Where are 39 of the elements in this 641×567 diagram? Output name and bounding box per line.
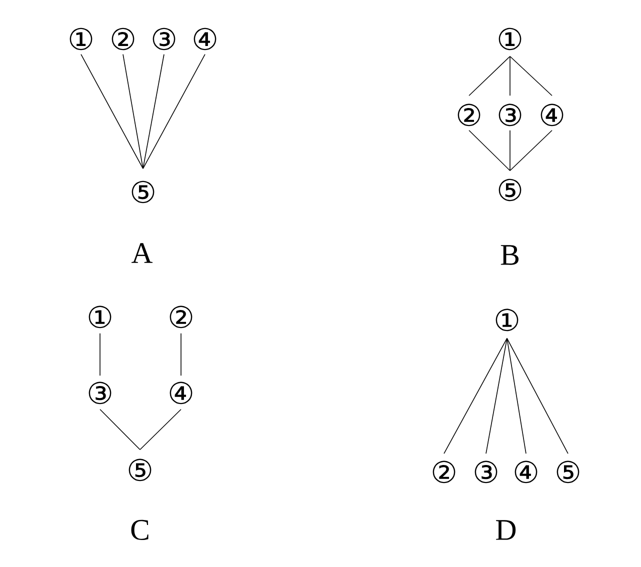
circled-number: ② (458, 104, 480, 126)
circled-number: ① (70, 28, 92, 50)
circled-number: ② (170, 306, 192, 328)
circled-number: ④ (170, 382, 192, 404)
line (80, 54, 144, 170)
circled-number: ① (88, 306, 112, 328)
figure-letter: A (132, 243, 153, 263)
circled-number: ② (432, 460, 456, 484)
circled-number: ④ (194, 28, 216, 50)
circled-number: ③ (88, 382, 112, 404)
circled-number: ① (496, 308, 518, 332)
circled-number: ⑤ (556, 460, 580, 484)
line (510, 130, 552, 172)
figure-letter: B (500, 245, 519, 265)
circled-number: ③ (498, 104, 522, 126)
circled-number: ① (498, 28, 522, 50)
line (142, 54, 164, 170)
line (486, 338, 508, 454)
line (468, 130, 510, 172)
line (180, 332, 182, 376)
line (506, 338, 568, 454)
line (444, 338, 508, 454)
circled-number: ③ (474, 460, 498, 484)
circled-number: ⑤ (128, 458, 152, 482)
line (506, 338, 526, 454)
line (468, 56, 510, 96)
circled-number: ④ (540, 104, 564, 126)
line (142, 54, 206, 170)
figure-letter: D (496, 520, 516, 540)
circled-number: ⑤ (498, 178, 522, 202)
line (122, 54, 144, 170)
line (140, 408, 182, 450)
circled-number: ④ (514, 460, 538, 484)
line (100, 408, 140, 450)
line (510, 56, 552, 96)
figure-letter: C (131, 520, 148, 540)
circled-number: ③ (152, 28, 176, 50)
circled-number: ⑤ (132, 180, 154, 204)
circled-number: ② (112, 28, 134, 50)
